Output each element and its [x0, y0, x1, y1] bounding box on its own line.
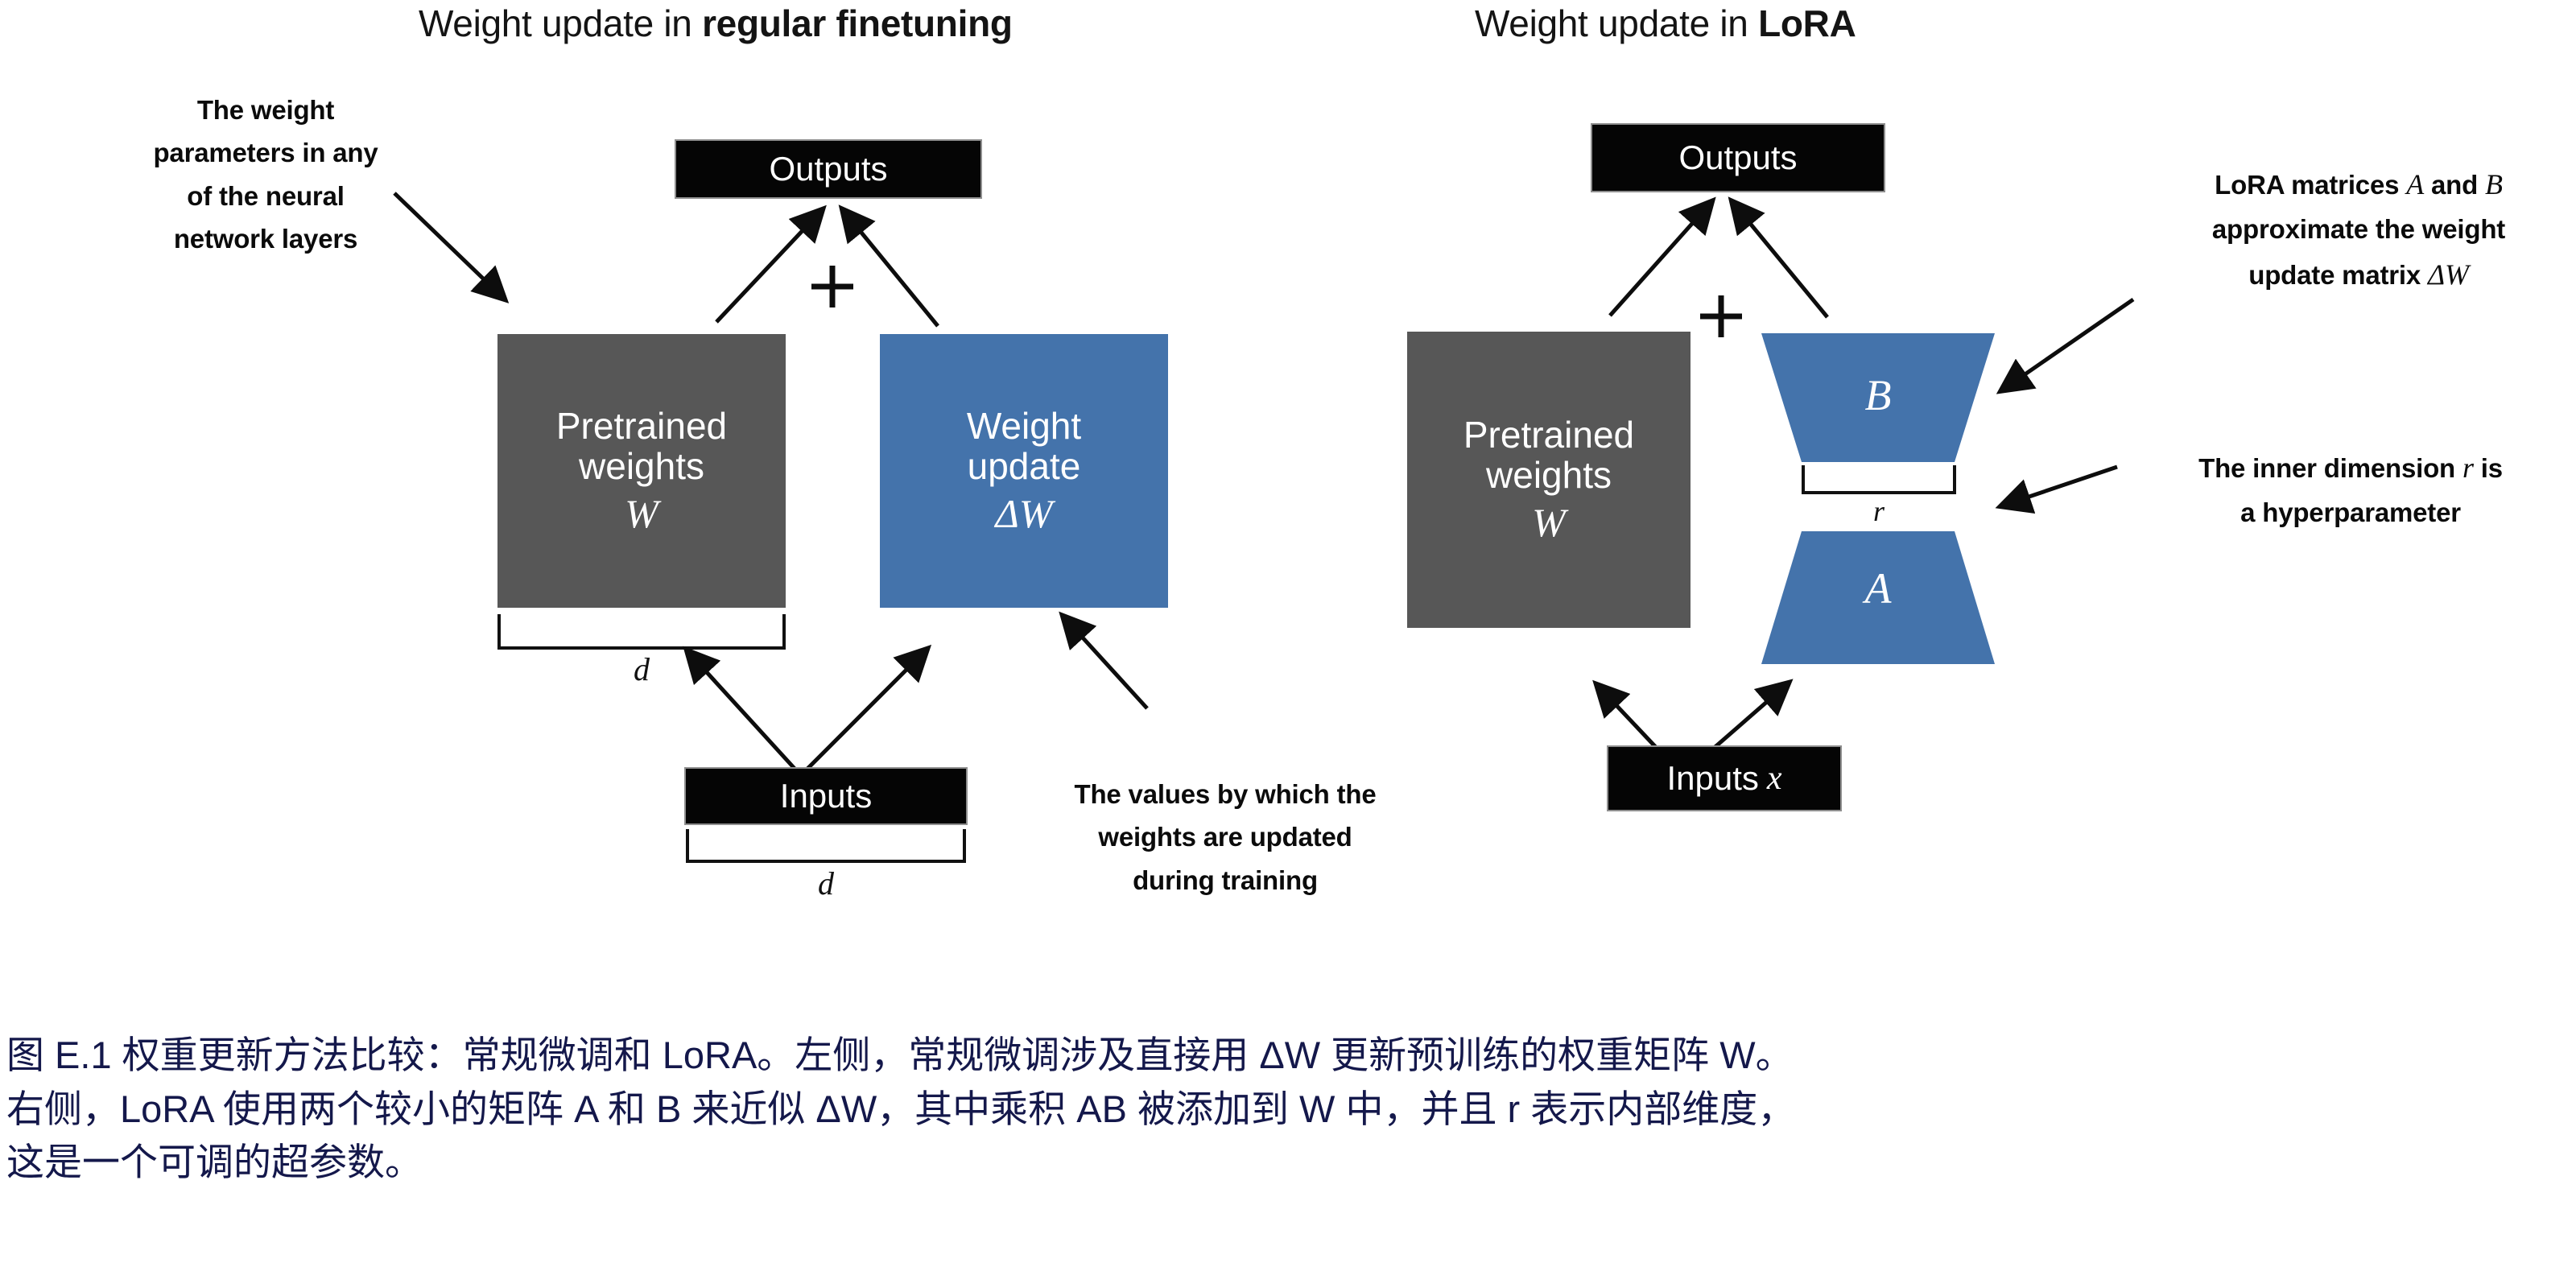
- right-panel-title-prefix: Weight update in: [1475, 2, 1759, 44]
- right-outputs-label: Outputs: [1678, 138, 1798, 176]
- callout-inner-dimension-line-2: a hyperparameter: [2240, 497, 2461, 528]
- callout-inner-dimension-line-1-a: The inner dimension: [2198, 453, 2462, 483]
- left-panel-title-prefix: Weight update in: [419, 2, 703, 44]
- left-update-line-2: update: [967, 445, 1081, 487]
- lora-r-label: r: [1872, 495, 1885, 527]
- figure-caption-line-2: 右侧，LoRA 使用两个较小的矩阵 A 和 B 来近似 ΔW，其中乘积 AB 被…: [6, 1087, 1796, 1130]
- right-sum-arrows: [1608, 196, 1829, 319]
- callout-values-updated-line-3: during training: [1133, 865, 1318, 895]
- callout-lora-matrices-line-1: LoRA matrices A and B: [2133, 161, 2576, 208]
- callout-weight-parameters-line-3: of the neural: [187, 180, 345, 211]
- lora-matrix-a-trapezoid[interactable]: [1761, 531, 1995, 664]
- right-panel-title: Weight update in LoRA: [1475, 2, 1856, 45]
- left-pretrained-line-1: Pretrained: [555, 405, 728, 448]
- right-inputs-symbol: x: [1766, 760, 1782, 797]
- right-plus-icon: [1700, 295, 1742, 337]
- lora-matrix-a-label: A: [1864, 564, 1892, 613]
- callout-lora-matrices-line-3: update matrix ΔW: [2133, 251, 2576, 298]
- arrow-callout-to-r: [1995, 464, 2118, 514]
- left-dim-bracket-bottom: [686, 829, 966, 863]
- callout-weight-parameters-line-4: network layers: [173, 224, 358, 254]
- arrow-callout-to-weight-update: [1059, 611, 1149, 710]
- arrow-callout-to-pretrained: [393, 192, 510, 303]
- right-outputs-box[interactable]: Outputs: [1592, 125, 1884, 191]
- figure-caption-line-3: 这是一个可调的超参数。: [6, 1141, 423, 1184]
- callout-weight-parameters: The weight parameters in any of the neur…: [97, 89, 435, 261]
- right-panel-title-bold: LoRA: [1758, 2, 1856, 44]
- callout-lora-matrices-symbol-b: B: [2485, 168, 2503, 200]
- right-pretrained-weights-box[interactable]: Pretrained weights W: [1407, 332, 1690, 628]
- callout-weight-parameters-line-2: parameters in any: [153, 138, 378, 168]
- left-update-line-1: Weight: [966, 405, 1082, 448]
- callout-values-updated-line-1: The values by which the: [1074, 779, 1377, 809]
- left-input-arrows: [683, 644, 932, 773]
- callout-inner-dimension-symbol-r: r: [2462, 452, 2474, 484]
- callout-inner-dimension-line-1: The inner dimension r is: [2125, 444, 2576, 491]
- figure-caption: 图 E.1 权重更新方法比较：常规微调和 LoRA。左侧，常规微调涉及直接用 Δ…: [6, 1029, 2574, 1190]
- right-pretrained-line-2: weights: [1486, 454, 1612, 496]
- callout-lora-matrices-line-3-a: update matrix: [2248, 259, 2429, 290]
- left-dim-label-bottom: d: [818, 865, 834, 902]
- figure-caption-line-1: 图 E.1 权重更新方法比较：常规微调和 LoRA。左侧，常规微调涉及直接用 Δ…: [6, 1034, 1794, 1076]
- left-pretrained-line-2: weights: [579, 445, 704, 487]
- callout-lora-matrices-symbol-dw: ΔW: [2428, 258, 2469, 291]
- left-sum-arrows: [715, 204, 939, 328]
- right-inputs-label: Inputs: [1666, 759, 1759, 797]
- arrow-callout-to-matrix-b: [1996, 297, 2135, 394]
- right-pretrained-line-1: Pretrained: [1463, 414, 1635, 456]
- left-plus-icon: [811, 266, 853, 307]
- callout-lora-matrices-line-1-a: LoRA matrices: [2215, 170, 2407, 200]
- callout-lora-matrices-line-1-c: and: [2424, 170, 2486, 200]
- left-inputs-box[interactable]: Inputs: [686, 769, 966, 823]
- callout-values-updated-line-2: weights are updated: [1098, 822, 1352, 852]
- left-panel-title: Weight update in regular finetuning: [419, 2, 1013, 45]
- callout-values-updated: The values by which the weights are upda…: [1008, 773, 1443, 902]
- left-update-symbol: ΔW: [995, 490, 1053, 536]
- lora-matrix-b-label: B: [1864, 371, 1892, 419]
- callout-lora-matrices: LoRA matrices A and B approximate the we…: [2133, 161, 2576, 298]
- lora-matrix-b-trapezoid[interactable]: [1761, 333, 1995, 462]
- callout-inner-dimension: The inner dimension r is a hyperparamete…: [2125, 444, 2576, 534]
- callout-weight-parameters-line-1: The weight: [196, 95, 335, 125]
- left-pretrained-weights-box[interactable]: Pretrained weights W: [497, 334, 786, 608]
- left-dim-bracket-top: [497, 614, 786, 650]
- left-outputs-box[interactable]: Outputs: [676, 141, 980, 197]
- callout-lora-matrices-symbol-a: A: [2406, 168, 2425, 200]
- callout-inner-dimension-line-1-c: is: [2473, 453, 2503, 483]
- left-outputs-label: Outputs: [769, 150, 888, 188]
- left-panel-title-bold: regular finetuning: [702, 2, 1013, 44]
- left-inputs-label: Inputs: [779, 777, 873, 815]
- left-weight-update-box[interactable]: Weight update ΔW: [880, 334, 1168, 608]
- callout-lora-matrices-line-2: approximate the weight: [2211, 214, 2506, 245]
- right-pretrained-symbol: W: [1532, 499, 1566, 545]
- lora-r-bracket: [1802, 465, 1956, 494]
- left-pretrained-symbol: W: [625, 490, 658, 536]
- left-dim-label-top: d: [634, 651, 650, 687]
